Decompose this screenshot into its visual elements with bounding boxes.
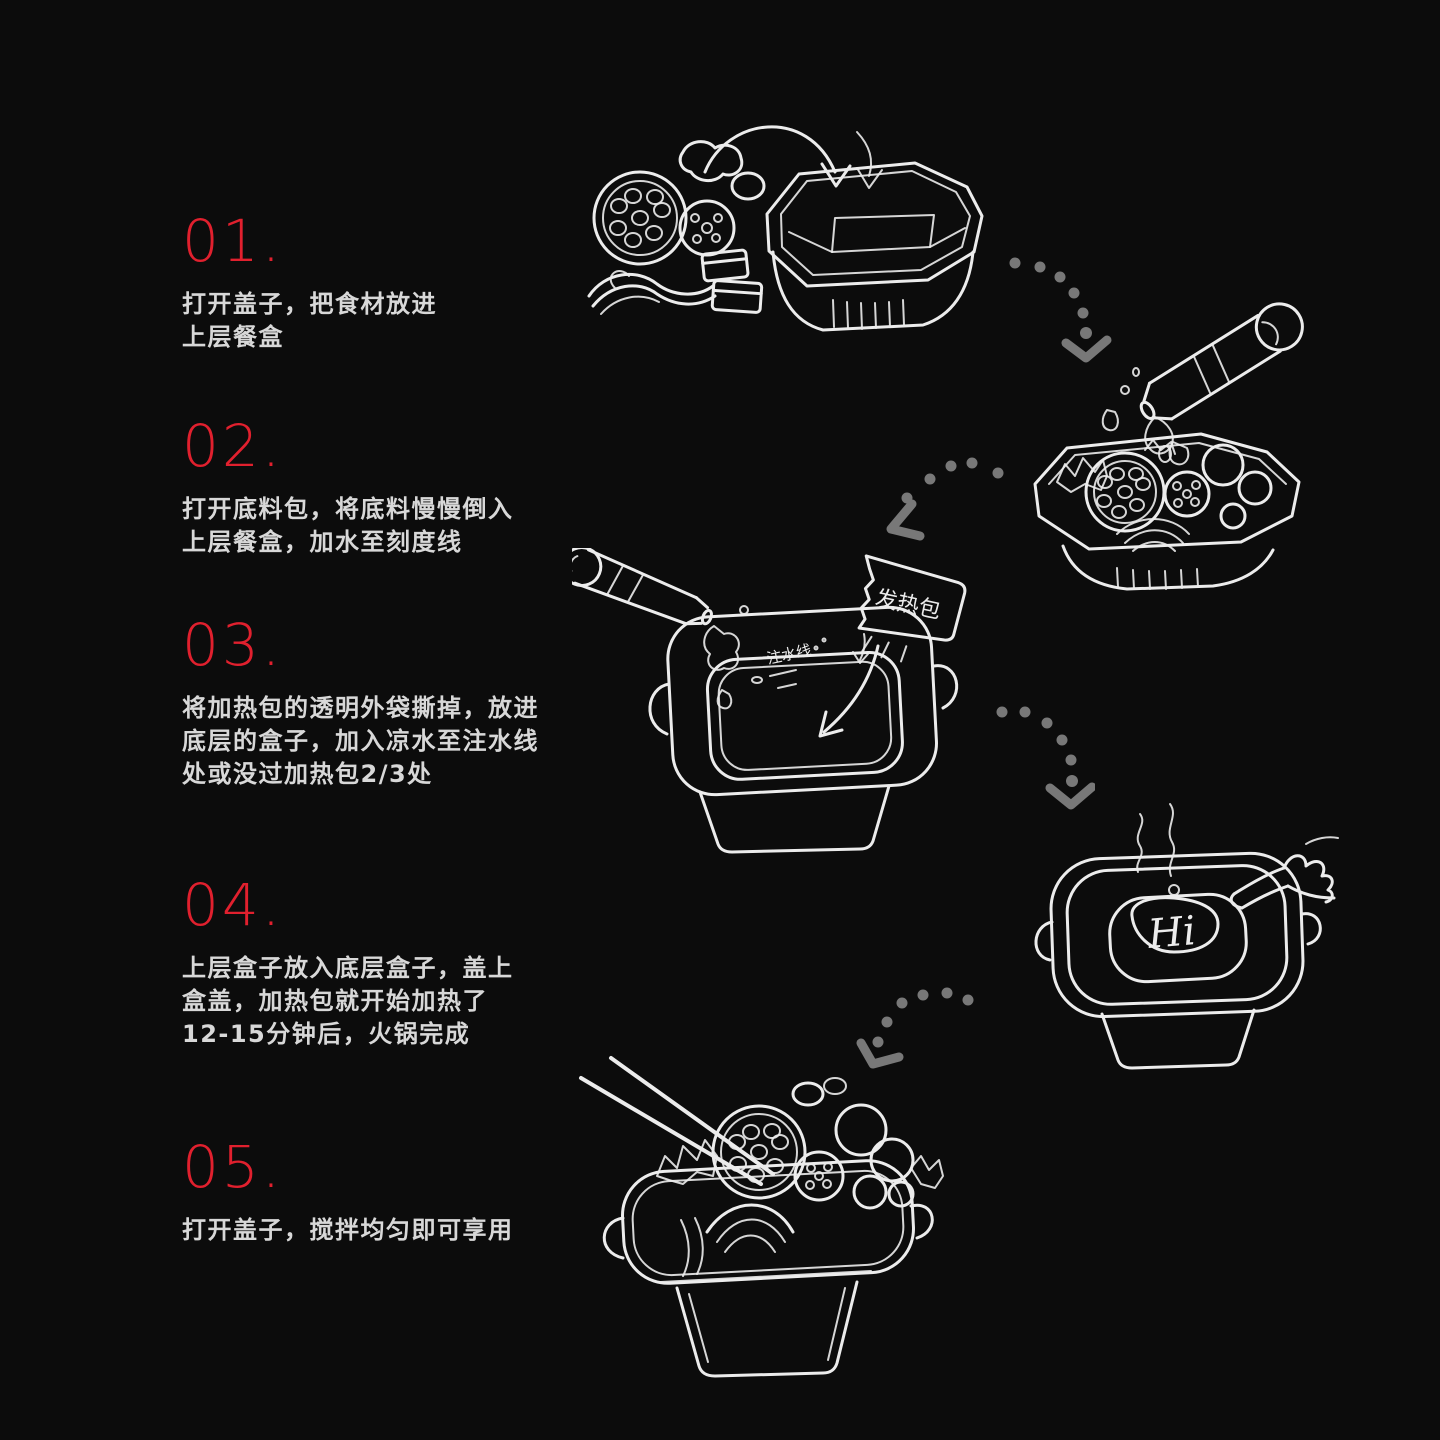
step-3-line-3: 处或没过加热包2/3处 [182, 760, 433, 788]
step-1-line-1: 打开盖子，把食材放进 [182, 290, 437, 318]
closed-lid-illustration: Hi [1034, 803, 1339, 1070]
step-1: 01. 打开盖子，把食材放进 上层餐盒 [182, 212, 437, 354]
step-3: 03. 将加热包的透明外袋撕掉，放进 底层的盒子，加入凉水至注水线 处或没过加热… [182, 616, 539, 791]
heat-pack-label: 发热包 [873, 586, 943, 624]
dotted-arrow-4-icon [856, 987, 974, 1069]
finished-hotpot-illustration [579, 1056, 944, 1378]
ingredients-into-tray-illustration [587, 125, 984, 332]
sauce-pour-illustration [1033, 302, 1304, 591]
step-4: 04. 上层盒子放入底层盒子，盖上 盒盖，加热包就开始加热了 12-15分钟后，… [182, 876, 514, 1051]
hand-icon [1229, 836, 1339, 910]
ingredients-icon [587, 140, 766, 315]
finished-bowl-icon [602, 1159, 934, 1378]
step-3-number: 03. [182, 611, 284, 679]
heat-pack-icon: 发热包 [818, 554, 967, 738]
step-5-text: 打开盖子，搅拌均匀即可享用 [182, 1214, 514, 1247]
water-heatpack-illustration: 注水线 发热包 [572, 548, 967, 854]
dotted-arrow-1-icon [1009, 257, 1112, 363]
step-3-line-1: 将加热包的透明外袋撕掉，放进 [182, 694, 539, 722]
closed-box-icon: Hi [1034, 851, 1322, 1070]
step-4-text: 上层盒子放入底层盒子，盖上 盒盖，加热包就开始加热了 12-15分钟后，火锅完成 [182, 952, 514, 1051]
pour-in-arrow-icon [703, 125, 883, 189]
step-2-line-1: 打开底料包，将底料慢慢倒入 [182, 495, 514, 523]
hotpot-food-icon [656, 1077, 944, 1277]
filled-tray-icon [1033, 432, 1301, 591]
step-3-text: 将加热包的透明外袋撕掉，放进 底层的盒子，加入凉水至注水线 处或没过加热包2/3… [182, 692, 539, 791]
step-5: 05. 打开盖子，搅拌均匀即可享用 [182, 1138, 514, 1247]
step-1-number: 01. [182, 207, 284, 275]
step-3-line-2: 底层的盒子，加入凉水至注水线 [182, 727, 539, 755]
step-1-text: 打开盖子，把食材放进 上层餐盒 [182, 288, 437, 354]
step-4-line-3: 12-15分钟后，火锅完成 [182, 1020, 471, 1048]
water-bottle-icon [572, 548, 763, 710]
step-4-number: 04. [182, 871, 284, 939]
dotted-arrow-3-icon [996, 706, 1095, 810]
step-5-number: 05. [182, 1133, 284, 1201]
step-4-line-2: 盒盖，加热包就开始加热了 [182, 987, 488, 1015]
step-2-text: 打开底料包，将底料慢慢倒入 上层餐盒，加水至刻度线 [182, 493, 514, 559]
step-2-number: 02. [182, 412, 284, 480]
base-box-icon [648, 605, 959, 854]
sauce-packet-icon [1101, 302, 1304, 466]
step-1-line-2: 上层餐盒 [182, 323, 284, 351]
dotted-arrow-2-icon [886, 457, 1004, 541]
step-2: 02. 打开底料包，将底料慢慢倒入 上层餐盒，加水至刻度线 [182, 417, 514, 559]
lid-hi-text: Hi [1145, 908, 1198, 958]
step-5-line-1: 打开盖子，搅拌均匀即可享用 [182, 1216, 514, 1244]
steam-icon [1136, 803, 1176, 877]
step-2-line-2: 上层餐盒，加水至刻度线 [182, 528, 463, 556]
upper-tray-icon [765, 161, 984, 332]
step-4-line-1: 上层盒子放入底层盒子，盖上 [182, 954, 514, 982]
